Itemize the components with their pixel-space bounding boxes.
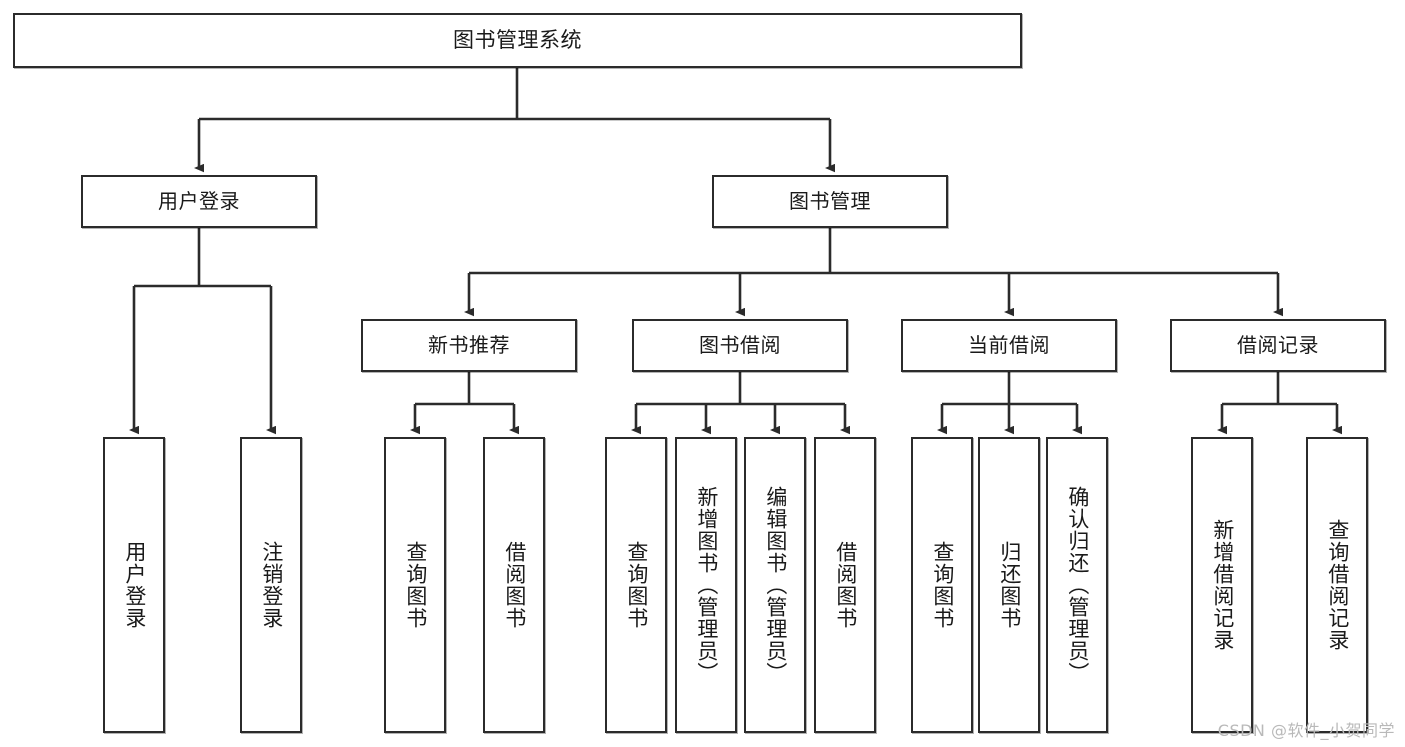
node-label: 确认归还（管理员） xyxy=(1065,486,1090,684)
node-label: 查询图书 xyxy=(403,541,428,629)
node-label: 图书管理 xyxy=(789,189,871,214)
node-leaf-query-book-new[interactable]: 查询图书 xyxy=(384,437,446,733)
node-book-management[interactable]: 图书管理 xyxy=(712,175,948,228)
node-leaf-add-borrow-record[interactable]: 新增借阅记录 xyxy=(1191,437,1253,733)
node-leaf-query-book-borrow[interactable]: 查询图书 xyxy=(605,437,667,733)
node-user-login[interactable]: 用户登录 xyxy=(81,175,317,228)
node-leaf-edit-book-admin[interactable]: 编辑图书（管理员） xyxy=(744,437,806,733)
node-book-borrow[interactable]: 图书借阅 xyxy=(632,319,848,372)
node-label: 编辑图书（管理员） xyxy=(763,486,788,684)
node-label: 用户登录 xyxy=(158,189,240,214)
node-label: 新增图书（管理员） xyxy=(694,486,719,684)
node-leaf-logout[interactable]: 注销登录 xyxy=(240,437,302,733)
node-leaf-confirm-return-admin[interactable]: 确认归还（管理员） xyxy=(1046,437,1108,733)
node-label: 查询图书 xyxy=(930,541,955,629)
node-leaf-borrow-book[interactable]: 借阅图书 xyxy=(814,437,876,733)
node-leaf-query-book-current[interactable]: 查询图书 xyxy=(911,437,973,733)
node-new-book-recommend[interactable]: 新书推荐 xyxy=(361,319,577,372)
node-label: 新增借阅记录 xyxy=(1210,519,1235,651)
csdn-watermark: CSDN @软件_小贺同学 xyxy=(1217,721,1395,740)
node-root-book-management-system[interactable]: 图书管理系统 xyxy=(13,13,1022,68)
node-borrow-record[interactable]: 借阅记录 xyxy=(1170,319,1386,372)
node-label: 图书借阅 xyxy=(699,333,781,358)
node-label: 新书推荐 xyxy=(428,333,510,358)
node-label: 用户登录 xyxy=(122,541,147,629)
node-leaf-return-book[interactable]: 归还图书 xyxy=(978,437,1040,733)
node-leaf-query-borrow-record[interactable]: 查询借阅记录 xyxy=(1306,437,1368,733)
node-label: 归还图书 xyxy=(997,541,1022,629)
node-label: 借阅记录 xyxy=(1237,333,1319,358)
node-leaf-add-book-admin[interactable]: 新增图书（管理员） xyxy=(675,437,737,733)
node-label: 借阅图书 xyxy=(502,541,527,629)
node-label: 借阅图书 xyxy=(833,541,858,629)
node-label: 查询图书 xyxy=(624,541,649,629)
node-label: 当前借阅 xyxy=(968,333,1050,358)
node-leaf-user-login[interactable]: 用户登录 xyxy=(103,437,165,733)
node-leaf-borrow-book-new[interactable]: 借阅图书 xyxy=(483,437,545,733)
node-current-borrow[interactable]: 当前借阅 xyxy=(901,319,1117,372)
node-label: 注销登录 xyxy=(259,541,284,629)
node-label: 图书管理系统 xyxy=(453,27,582,52)
node-label: 查询借阅记录 xyxy=(1325,519,1350,651)
